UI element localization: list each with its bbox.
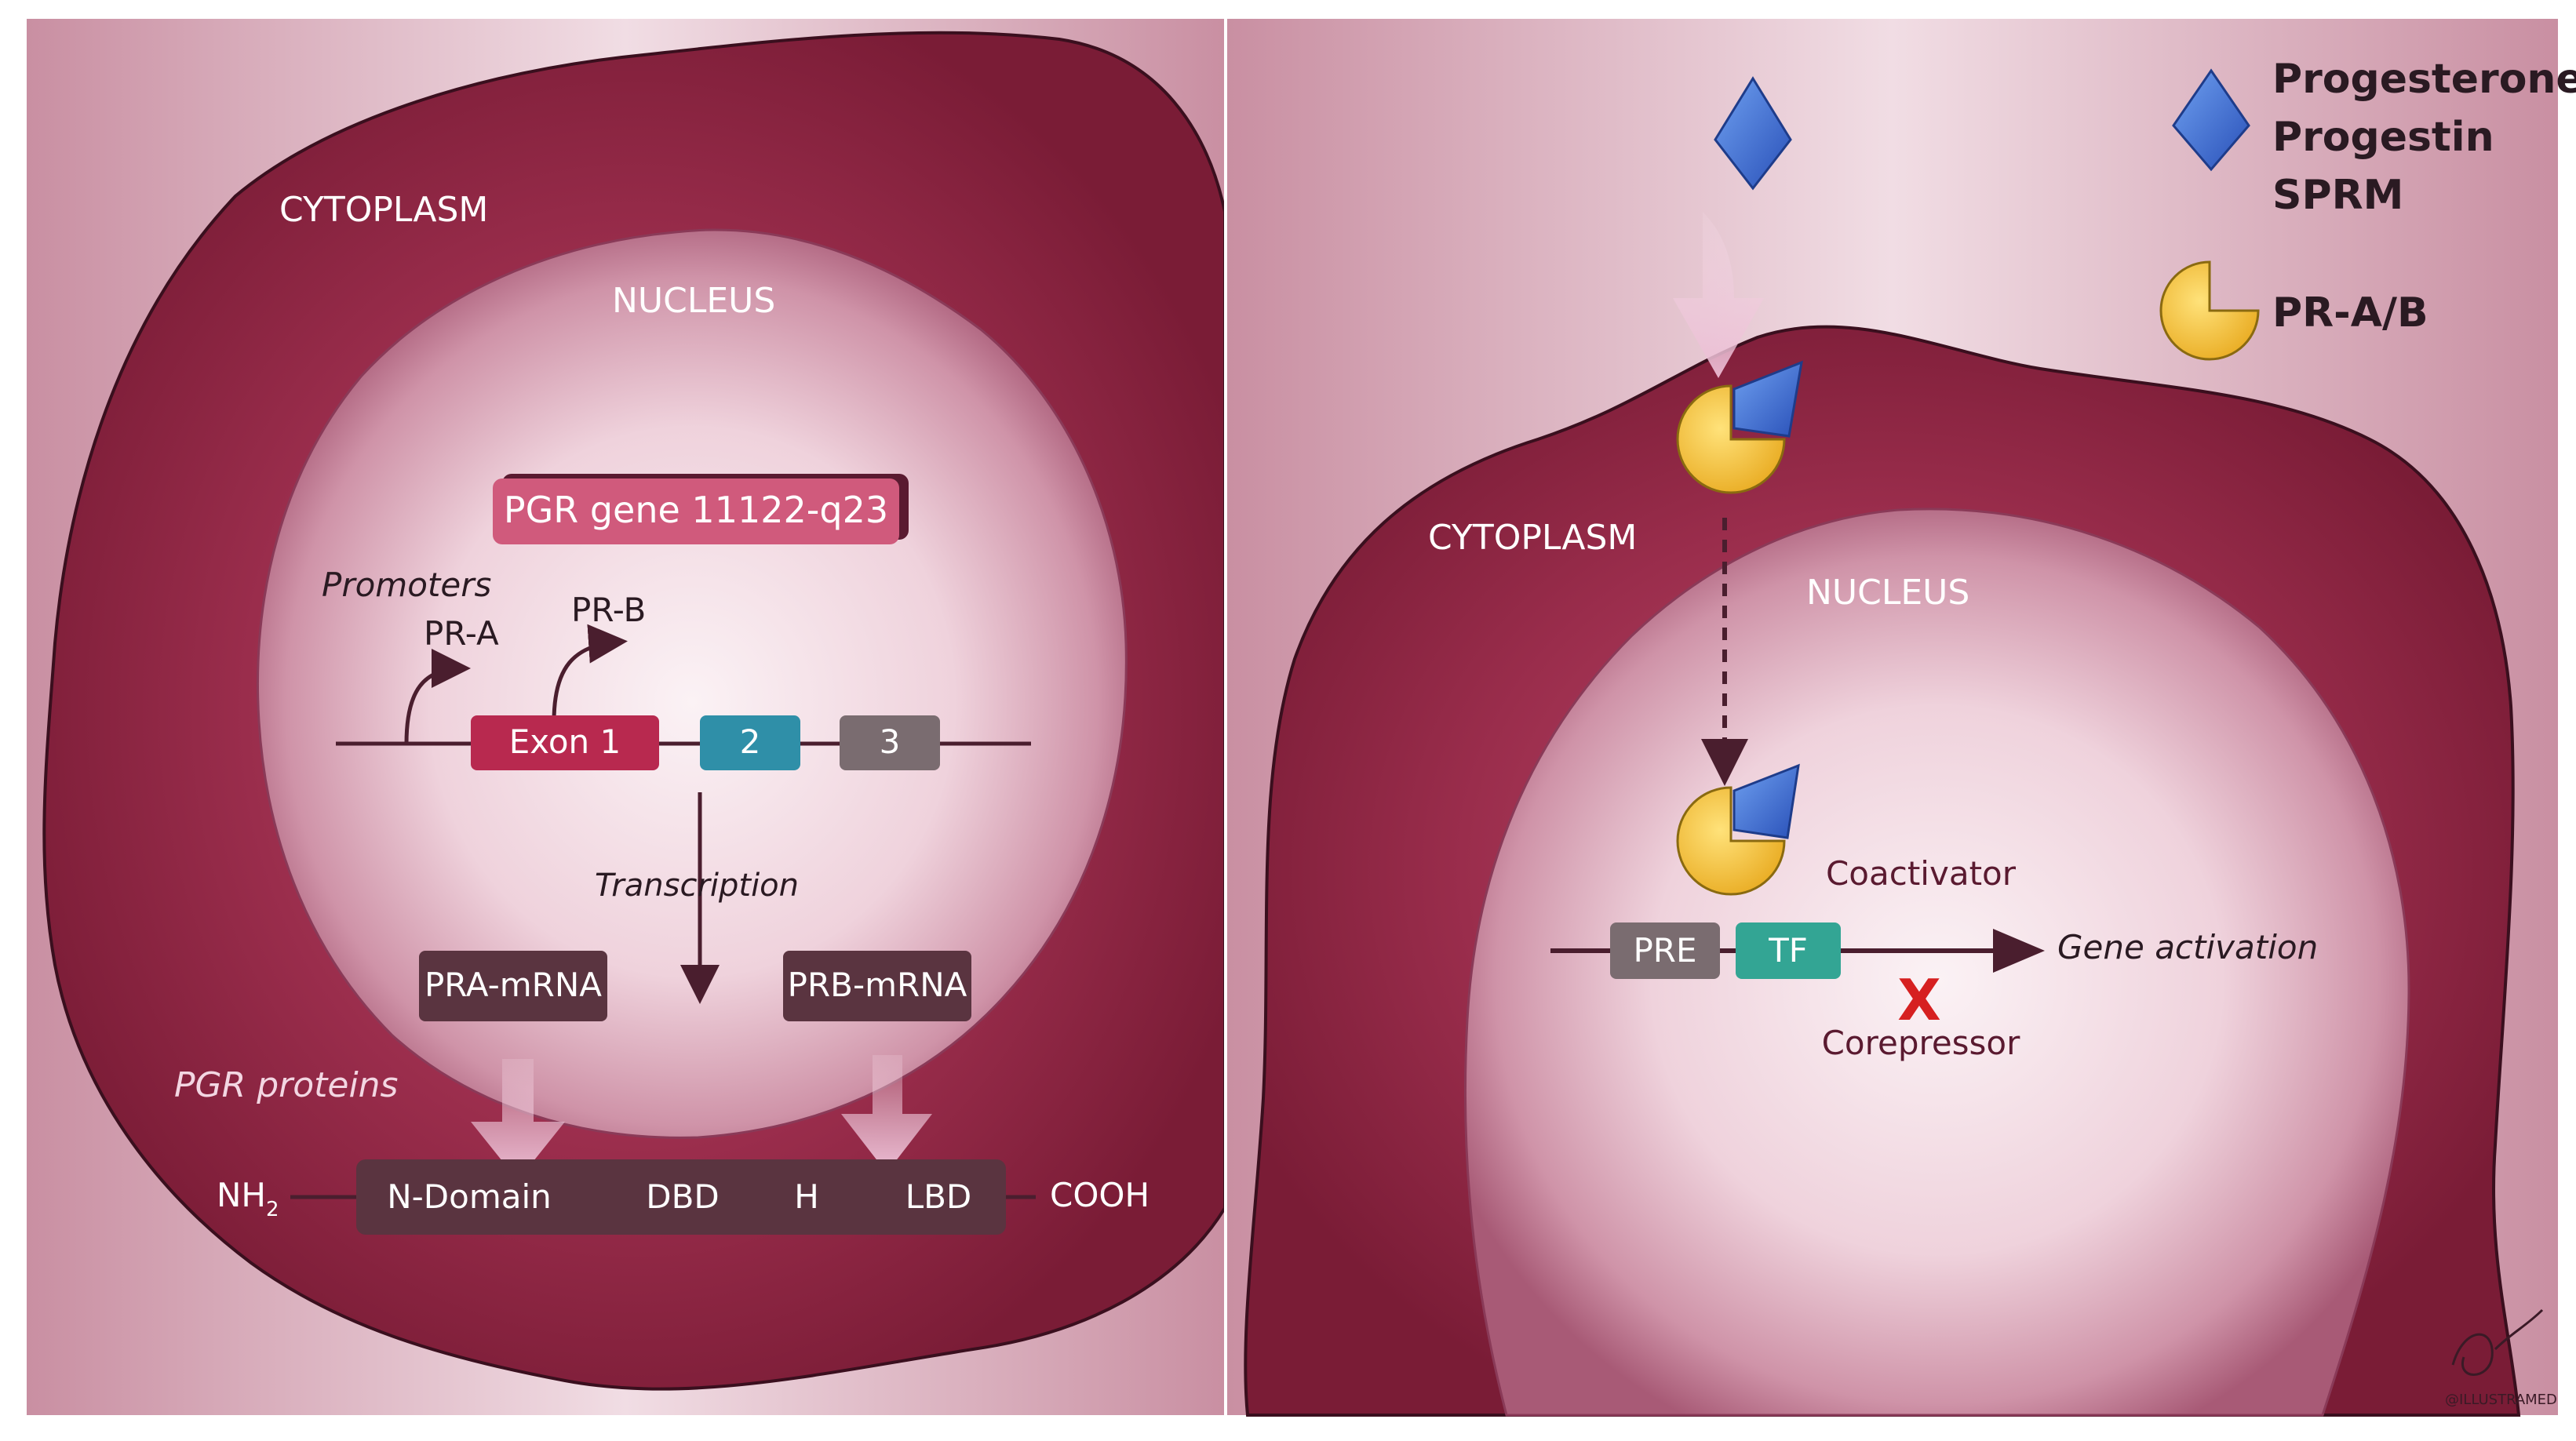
pgr-gene-label: PGR gene 11122-q23: [504, 489, 888, 531]
pra-promoter-arrow: [404, 649, 471, 744]
domain-lbd-label: LBD: [905, 1177, 972, 1216]
right-nucleus-label: NUCLEUS: [1806, 573, 1969, 613]
legend-receptor-label: PR-A/B: [2272, 289, 2428, 337]
pre-box: [1610, 922, 1720, 979]
exon3-box: [840, 715, 940, 770]
promoters-label: Promoters: [322, 566, 491, 604]
nh2-label: NH2: [217, 1176, 279, 1221]
membrane-receptor-icon: [1676, 384, 1786, 494]
right-cytoplasm-label: CYTOPLASM: [1428, 518, 1637, 558]
nuclear-receptor-icon: [1676, 786, 1786, 896]
prb-translation-arrow: [841, 1055, 932, 1173]
coactivator-label: Coactivator: [1826, 854, 2017, 893]
signature-logo: @ILLUSTRAMED: [2445, 1308, 2557, 1408]
corepressor-label: Corepressor: [1822, 1024, 2021, 1062]
domain-h-label: H: [794, 1177, 819, 1216]
left-cytoplasm-label: CYTOPLASM: [279, 190, 488, 230]
transcription-label: Transcription: [595, 868, 799, 904]
ligand-entry-arrow: [1673, 212, 1764, 378]
right-panel: CYTOPLASM NUCLEUS Coactivator PRE TF Gen…: [1227, 19, 2576, 1417]
exon2-label: 2: [740, 722, 761, 761]
pra-translation-arrow: [471, 1059, 565, 1181]
cooh-label: COOH: [1050, 1176, 1150, 1214]
exon3-label: 3: [880, 722, 901, 761]
left-nucleus-label: NUCLEUS: [612, 281, 775, 321]
pra-mrna-label: PRA-mRNA: [424, 966, 602, 1004]
legend-receptor-icon: [2159, 260, 2260, 361]
membrane-ligand-icon: [1733, 360, 1803, 438]
domain-n-label: N-Domain: [387, 1177, 552, 1216]
pgr-proteins-label: PGR proteins: [174, 1065, 398, 1105]
exon2-box: [700, 715, 800, 770]
legend-ligand-line-2: Progestin: [2272, 114, 2494, 161]
exon1-label: Exon 1: [509, 722, 621, 761]
nh2-subscript: 2: [266, 1198, 279, 1221]
right-nucleus: [1463, 508, 2410, 1417]
domain-dbd-label: DBD: [646, 1177, 720, 1216]
membrane-complex: [1676, 360, 1803, 494]
exon1-box: [471, 715, 659, 770]
nuclear-ligand-icon: [1733, 763, 1800, 839]
prb-mrna-label: PRB-mRNA: [788, 966, 967, 1004]
legend-ligand-line-1: Progesterone: [2272, 56, 2576, 103]
signature-caption: @ILLUSTRAMED: [2445, 1392, 2557, 1408]
prb-mrna-box: [783, 951, 971, 1021]
protein-bar: [356, 1159, 1006, 1235]
left-nucleus: [257, 228, 1128, 1139]
gene-activation-label: Gene activation: [2057, 928, 2318, 966]
pra-label: PR-A: [424, 614, 499, 653]
pre-label: PRE: [1633, 931, 1696, 970]
pgr-gene-box: [493, 479, 899, 544]
incoming-ligand-diamond-icon: [1714, 76, 1792, 191]
legend-ligand-diamond-icon: [2172, 68, 2250, 172]
legend-ligand-line-3: SPRM: [2272, 172, 2403, 219]
prb-label: PR-B: [571, 591, 646, 629]
pra-mrna-box: [419, 951, 607, 1021]
tf-label: TF: [1768, 931, 1808, 970]
corepressor-x-mark: X: [1897, 967, 1941, 1033]
left-panel: CYTOPLASM NUCLEUS PGR gene 11122-q23 Pro…: [27, 19, 1226, 1415]
nuclear-complex: [1676, 763, 1800, 896]
signature-scribble: [2451, 1308, 2544, 1376]
tf-box: [1736, 922, 1841, 979]
legend: Progesterone Progestin SPRM PR-A/B: [2159, 56, 2576, 361]
prb-promoter-arrow: [552, 624, 628, 722]
gene-activation-arrowhead: [1993, 929, 2045, 973]
